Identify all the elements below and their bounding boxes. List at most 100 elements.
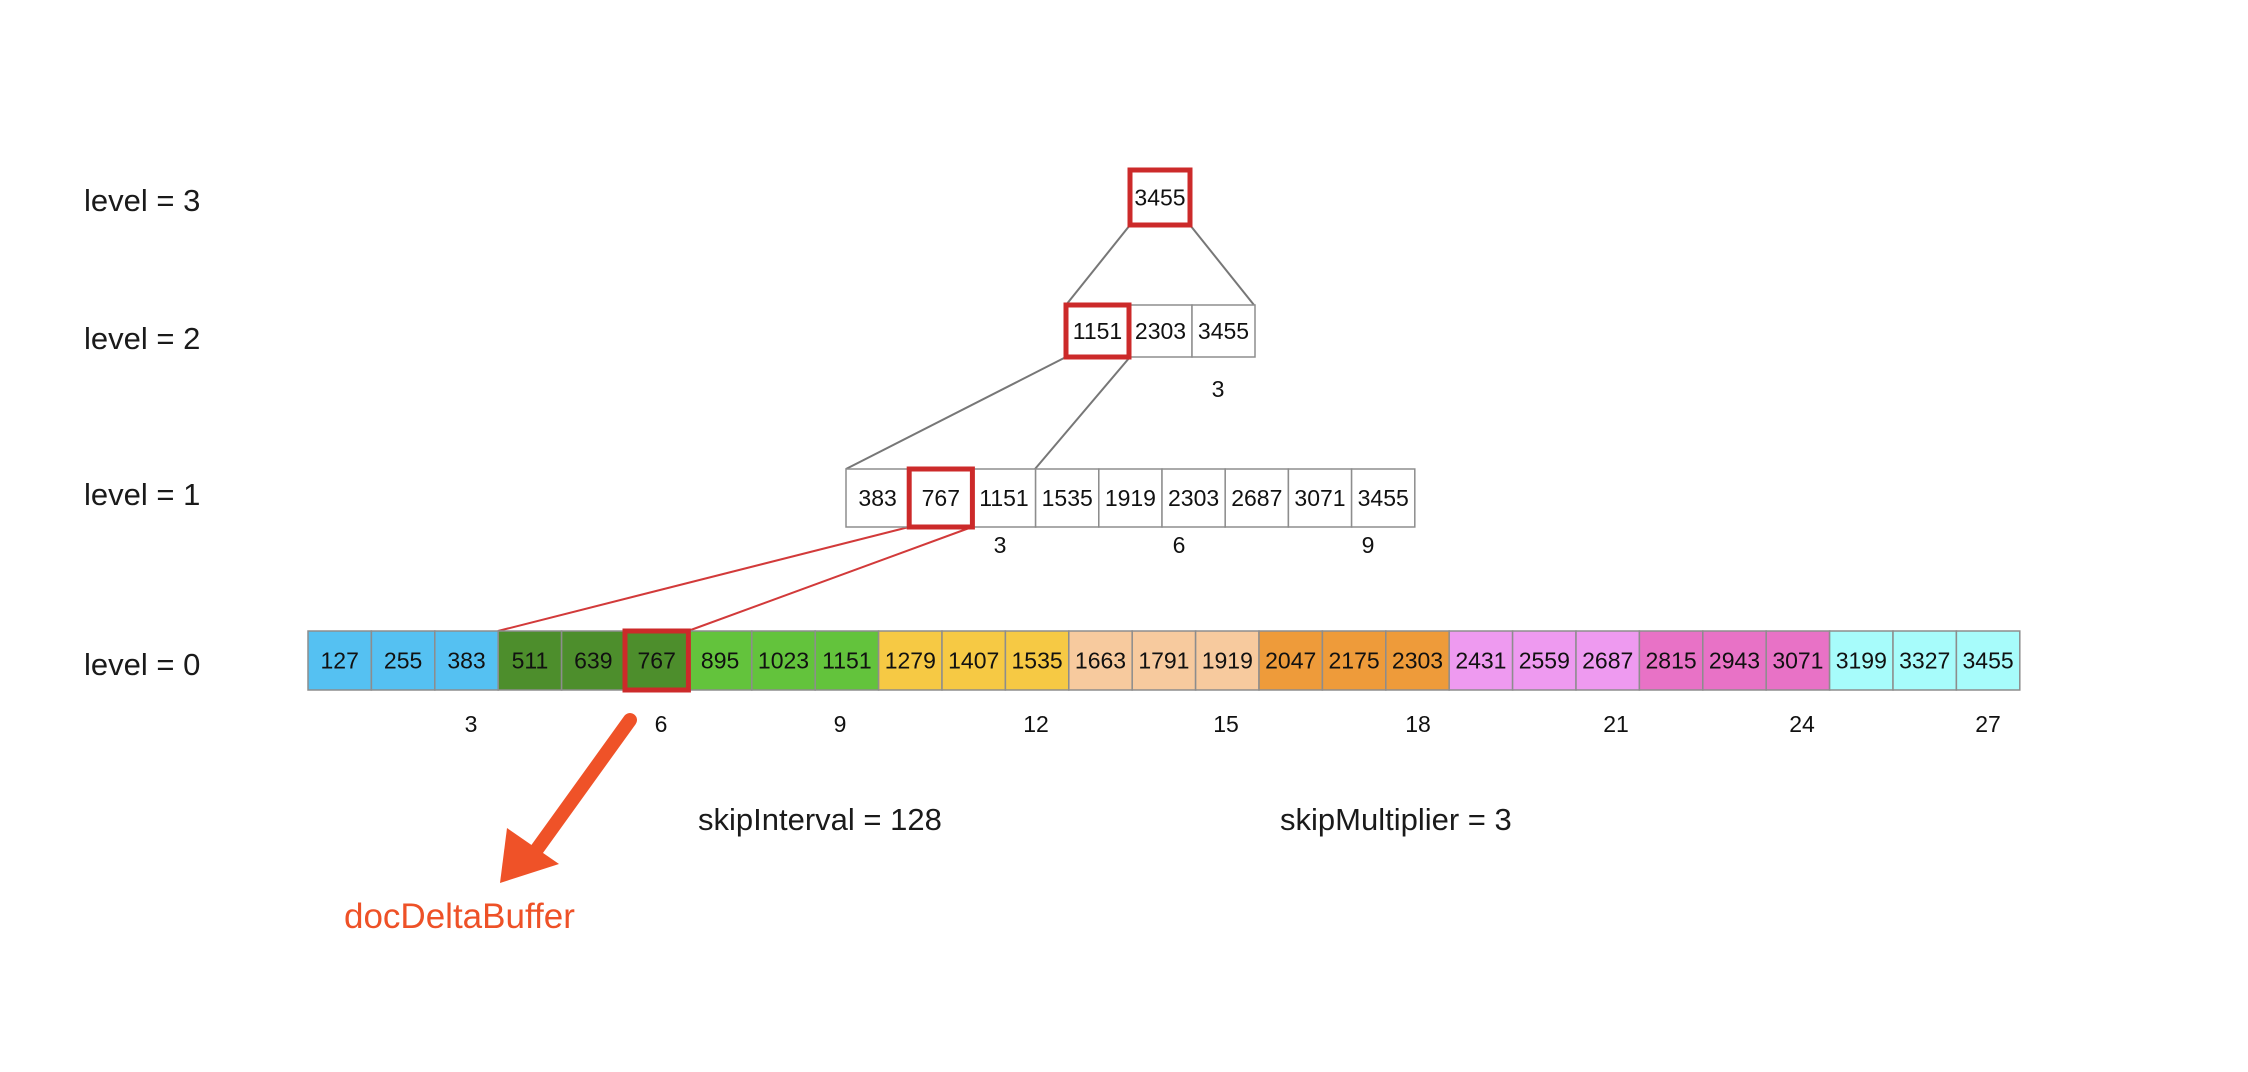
level-0-cell <box>1638 630 1704 691</box>
level-0-index: 21 <box>1603 711 1629 737</box>
level-1-cell-value: 1919 <box>1105 485 1156 511</box>
level-0-cell-value: 3455 <box>1963 648 2014 674</box>
level-2-cell-value: 3455 <box>1198 318 1249 344</box>
level-0-cell-value: 2559 <box>1519 648 1570 674</box>
connector-l3-left <box>1065 224 1131 306</box>
connector-l1-left <box>497 526 910 632</box>
level-0-index: 12 <box>1023 711 1049 737</box>
level-0-index: 6 <box>655 711 668 737</box>
level-0-cell <box>941 630 1007 691</box>
level-2-highlighted-cell <box>1063 302 1132 360</box>
level-0-index: 3 <box>465 711 478 737</box>
doc-delta-buffer-label: docDeltaBuffer <box>344 897 575 936</box>
level-0-cell <box>687 630 753 691</box>
level-0-cell <box>1194 630 1260 691</box>
level-0-index: 18 <box>1405 711 1431 737</box>
level-0-cell <box>1702 630 1767 691</box>
callout-arrow <box>500 713 637 883</box>
level-0-highlighted-cell <box>622 628 691 693</box>
level-0-cell <box>1258 630 1324 691</box>
level-1-cell-value: 383 <box>858 485 896 511</box>
level-1-index: 3 <box>994 532 1007 558</box>
level-0-cell-value: 1535 <box>1012 648 1063 674</box>
level-1-cell <box>1161 468 1226 528</box>
connector-l3-right <box>1189 224 1255 306</box>
level-0-cell-value: 255 <box>384 648 422 674</box>
level-0-cell-value: 767 <box>638 648 676 674</box>
level-0-cell <box>1892 630 1958 691</box>
level-0-cell <box>1004 630 1070 691</box>
level-0-cell-value: 2303 <box>1392 648 1443 674</box>
level-1-cell <box>908 468 974 528</box>
level-0-index: 15 <box>1213 711 1239 737</box>
level-0-cell <box>1321 630 1387 691</box>
level-3-label: level = 3 <box>84 183 200 218</box>
level-1-index: 6 <box>1173 532 1186 558</box>
level-2-index: 3 <box>1212 376 1225 402</box>
level-2-cell-value: 1151 <box>1073 318 1122 344</box>
level-0-cell-value: 511 <box>512 648 549 674</box>
level-0-index: 24 <box>1789 711 1815 737</box>
level-0-cell-value: 1791 <box>1138 648 1189 674</box>
arrow-head-icon <box>500 828 559 883</box>
level-1-cell-value: 3455 <box>1358 485 1409 511</box>
level-1-index: 9 <box>1362 532 1375 558</box>
level-1-cell <box>1287 468 1353 528</box>
level-0-cell-value: 639 <box>574 648 612 674</box>
arrow-shaft <box>528 713 637 859</box>
level-2-row: 1151 2303 3455 <box>1063 302 1256 360</box>
level-0-cell <box>1828 630 1894 691</box>
connector-l2-left <box>845 356 1067 470</box>
level-0-cell-value: 3327 <box>1899 648 1950 674</box>
level-0-cell-value: 1151 <box>822 648 871 674</box>
level-0-cell <box>1765 630 1831 691</box>
connector-l2-right <box>1034 356 1131 470</box>
level-0-cell-value: 1407 <box>948 648 999 674</box>
level-0-index: 9 <box>834 711 847 737</box>
level-0-cell-value: 1919 <box>1202 648 1253 674</box>
level-0-cell-value: 1279 <box>885 648 936 674</box>
level-0-cell-value: 383 <box>447 648 485 674</box>
level-0-indices: 3 6 9 12 15 18 21 24 27 <box>465 711 2001 737</box>
level-0-cell <box>1131 630 1197 691</box>
level-0-cell-value: 2431 <box>1455 648 1506 674</box>
level-0-cell-value: 3199 <box>1836 648 1887 674</box>
level-0-cell <box>1068 630 1133 691</box>
level-1-cell-value: 2303 <box>1168 485 1219 511</box>
level-1-cell <box>845 468 910 528</box>
level-0-cell <box>624 630 690 691</box>
level-0-cell-value: 2687 <box>1582 648 1633 674</box>
level-0-cell-value: 2815 <box>1646 648 1697 674</box>
level-0-index: 27 <box>1975 711 2001 737</box>
level-0-label: level = 0 <box>84 647 200 682</box>
level-0-cell <box>814 630 880 691</box>
level-1-label: level = 1 <box>84 477 200 512</box>
level-0-cell <box>751 630 816 691</box>
level-2-cell-value: 2303 <box>1135 318 1186 344</box>
level-0-cell-value: 127 <box>321 648 359 674</box>
level-0-cell <box>307 630 373 691</box>
level-1-highlighted-cell <box>906 466 975 530</box>
level-1-cell-value: 1535 <box>1042 485 1093 511</box>
level-0-cell-value: 2047 <box>1265 648 1316 674</box>
level-0-cell <box>1575 630 1641 691</box>
level-labels: level = 3 level = 2 level = 1 level = 0 <box>84 183 200 682</box>
level-1-cell-value: 767 <box>922 485 960 511</box>
level-0-cell-value: 2175 <box>1329 648 1380 674</box>
level-3-cell-value: 3455 <box>1134 185 1185 211</box>
level-0-cell-value: 3071 <box>1772 648 1823 674</box>
level-0-cell <box>1955 630 2021 691</box>
level-1-cell-value: 2687 <box>1231 485 1282 511</box>
skip-multiplier-label: skipMultiplier = 3 <box>1280 802 1512 837</box>
level-0-cell-value: 1663 <box>1075 648 1126 674</box>
skip-interval-label: skipInterval = 128 <box>698 802 942 837</box>
level-2-label: level = 2 <box>84 321 200 356</box>
level-1-cell-value: 3071 <box>1294 485 1345 511</box>
level-1-cell <box>1350 468 1416 528</box>
level-0-cell-value: 895 <box>701 648 739 674</box>
level-3-highlighted-cell <box>1127 167 1193 228</box>
level-2-cell <box>1191 304 1256 358</box>
